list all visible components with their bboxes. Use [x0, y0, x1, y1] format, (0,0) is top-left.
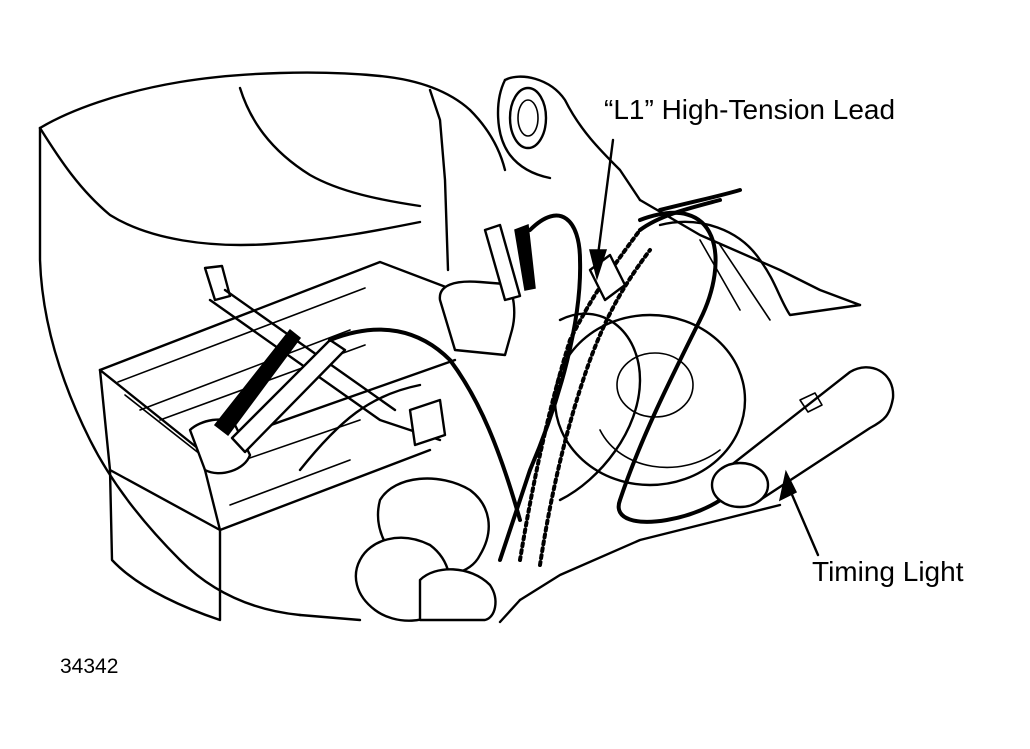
lead-callout-arrowhead — [589, 249, 608, 281]
battery-clamps — [188, 223, 536, 475]
figure-number: 34342 — [60, 655, 119, 678]
lower-components — [298, 477, 782, 624]
timing-light-callout-arrowhead — [778, 469, 798, 502]
body-panel-outline — [38, 71, 507, 617]
timing-light-body — [710, 366, 895, 509]
timing-light-label: Timing Light — [812, 556, 964, 587]
distributor-cover — [553, 313, 747, 487]
callout-arrows — [589, 138, 820, 557]
timing-light-wires — [328, 188, 742, 562]
lead-callout-line — [596, 138, 615, 257]
high-tension-lead-label: “L1” High-Tension Lead — [604, 94, 896, 125]
strut-tower — [496, 75, 862, 321]
timing-light-callout-line — [788, 488, 820, 557]
